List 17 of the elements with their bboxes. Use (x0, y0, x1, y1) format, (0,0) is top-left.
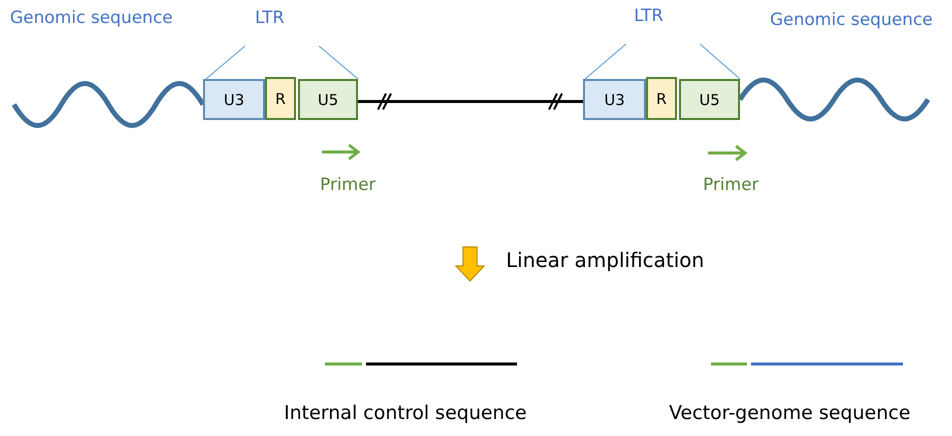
primer-label: Primer (320, 175, 376, 195)
product-label: Vector-genome sequence (669, 402, 910, 424)
u5-region-box: U5 (679, 79, 740, 120)
u5-region-box: U5 (298, 79, 358, 120)
ltr-label: LTR (255, 8, 284, 28)
primer-label: Primer (703, 175, 759, 195)
u3-region-box: U3 (583, 79, 646, 120)
vector-line (358, 92, 583, 110)
ltr-label: LTR (634, 6, 664, 26)
step-label: Linear amplification (506, 248, 704, 272)
genomic-sequence-label: Genomic sequence (770, 10, 933, 30)
u3-region-box: U3 (203, 79, 265, 120)
genomic-sequence-label: Genomic sequence (10, 8, 173, 28)
product-label: Internal control sequence (284, 402, 527, 424)
r-region-box: R (265, 77, 296, 120)
r-region-box: R (646, 77, 677, 120)
genomic-wave-line (12, 81, 206, 128)
